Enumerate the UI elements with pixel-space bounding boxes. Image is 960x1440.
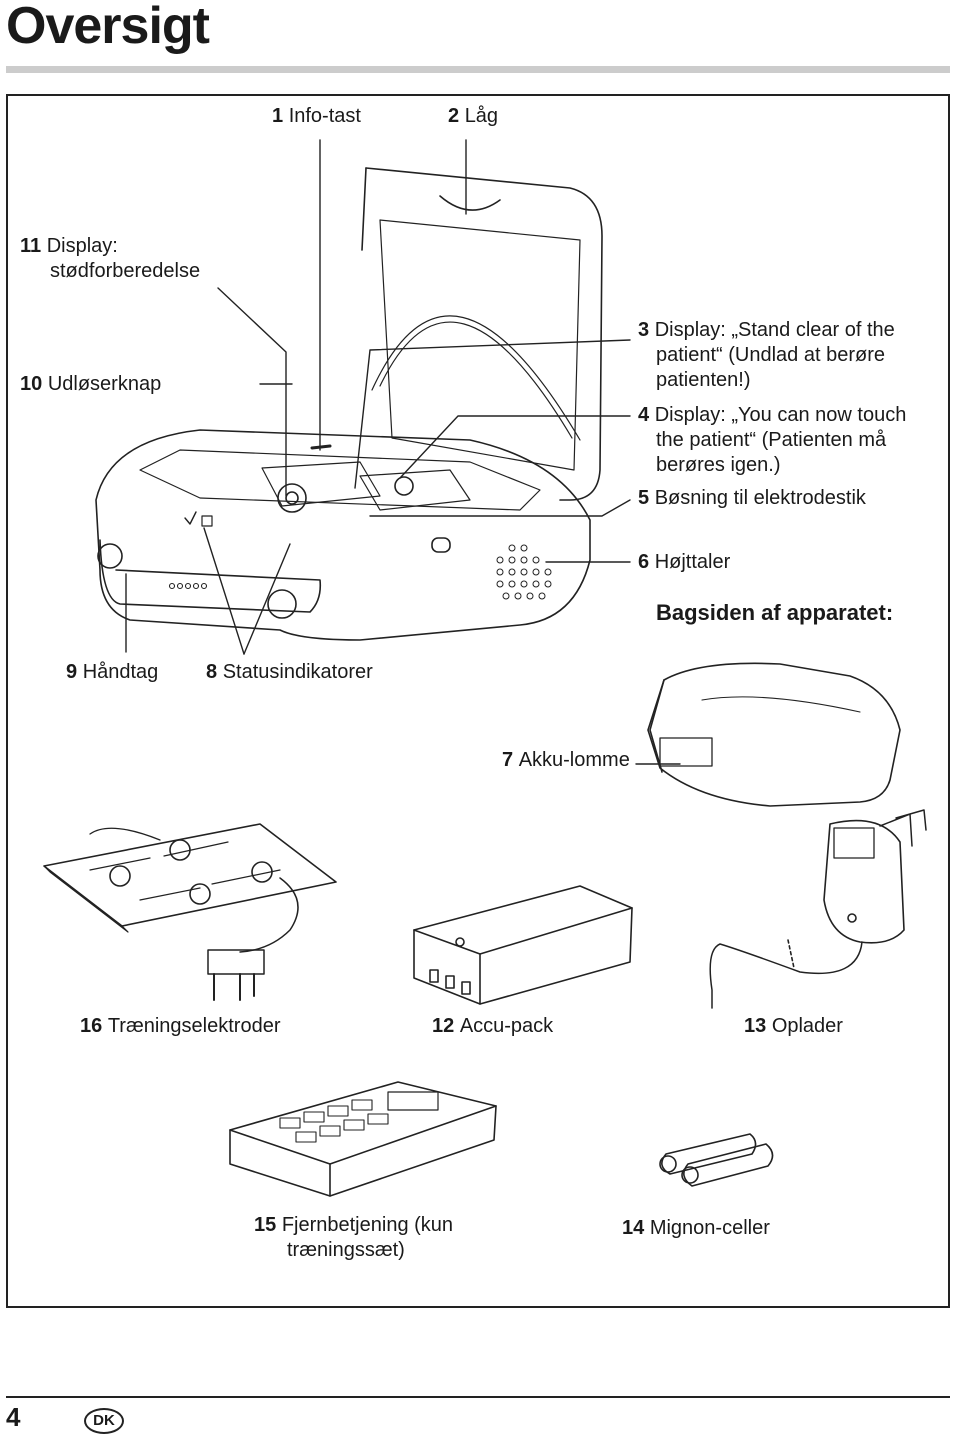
batteries bbox=[659, 1133, 774, 1187]
page-number: 4 bbox=[6, 1402, 21, 1432]
overview-frame bbox=[6, 94, 950, 1308]
training-electrodes bbox=[43, 823, 337, 1001]
rear-view-heading: Bagsiden af apparatet: bbox=[656, 600, 894, 625]
charger bbox=[709, 809, 927, 1009]
title-rule bbox=[6, 66, 950, 73]
label-aa-batteries: 14 Mignon-celler bbox=[622, 1217, 770, 1239]
label-accu-pack: 12 Accu-pack bbox=[432, 1015, 554, 1037]
label-charger: 13 Oplader bbox=[744, 1015, 843, 1037]
label-remote-control: 15 Fjernbetjening (kun træningssæt) bbox=[254, 1214, 454, 1261]
country-badge: DK bbox=[84, 1408, 124, 1434]
accu-pack bbox=[413, 885, 633, 1005]
aed-device bbox=[95, 167, 603, 641]
label-electrode-socket: 5 Bøsning til elektrodestik bbox=[638, 487, 866, 509]
label-lid: 2 Låg bbox=[448, 105, 499, 127]
label-display-touch-patient: 4 Display: „You can now touch the patien… bbox=[638, 404, 907, 476]
label-info-key: 1 Info-tast bbox=[272, 105, 361, 127]
aed-rear-view bbox=[635, 662, 901, 807]
footer-rule bbox=[6, 1396, 950, 1398]
page-title: Oversigt bbox=[6, 0, 210, 55]
label-training-electrodes: 16 Træningselektroder bbox=[80, 1015, 281, 1037]
label-trigger-button: 10 Udløserknap bbox=[20, 373, 162, 395]
label-speaker: 6 Højttaler bbox=[638, 551, 731, 573]
label-status-indicators: 8 Statusindikatorer bbox=[206, 661, 373, 683]
label-battery-compartment: 7 Akku-lomme bbox=[502, 749, 630, 771]
label-display-stand-clear: 3 Display: „Stand clear of the patient“ … bbox=[638, 319, 895, 391]
label-handle: 9 Håndtag bbox=[66, 661, 159, 683]
label-display-shock-prep: 11 Display: stødforberedelse bbox=[20, 235, 201, 282]
remote-control bbox=[229, 1081, 497, 1197]
